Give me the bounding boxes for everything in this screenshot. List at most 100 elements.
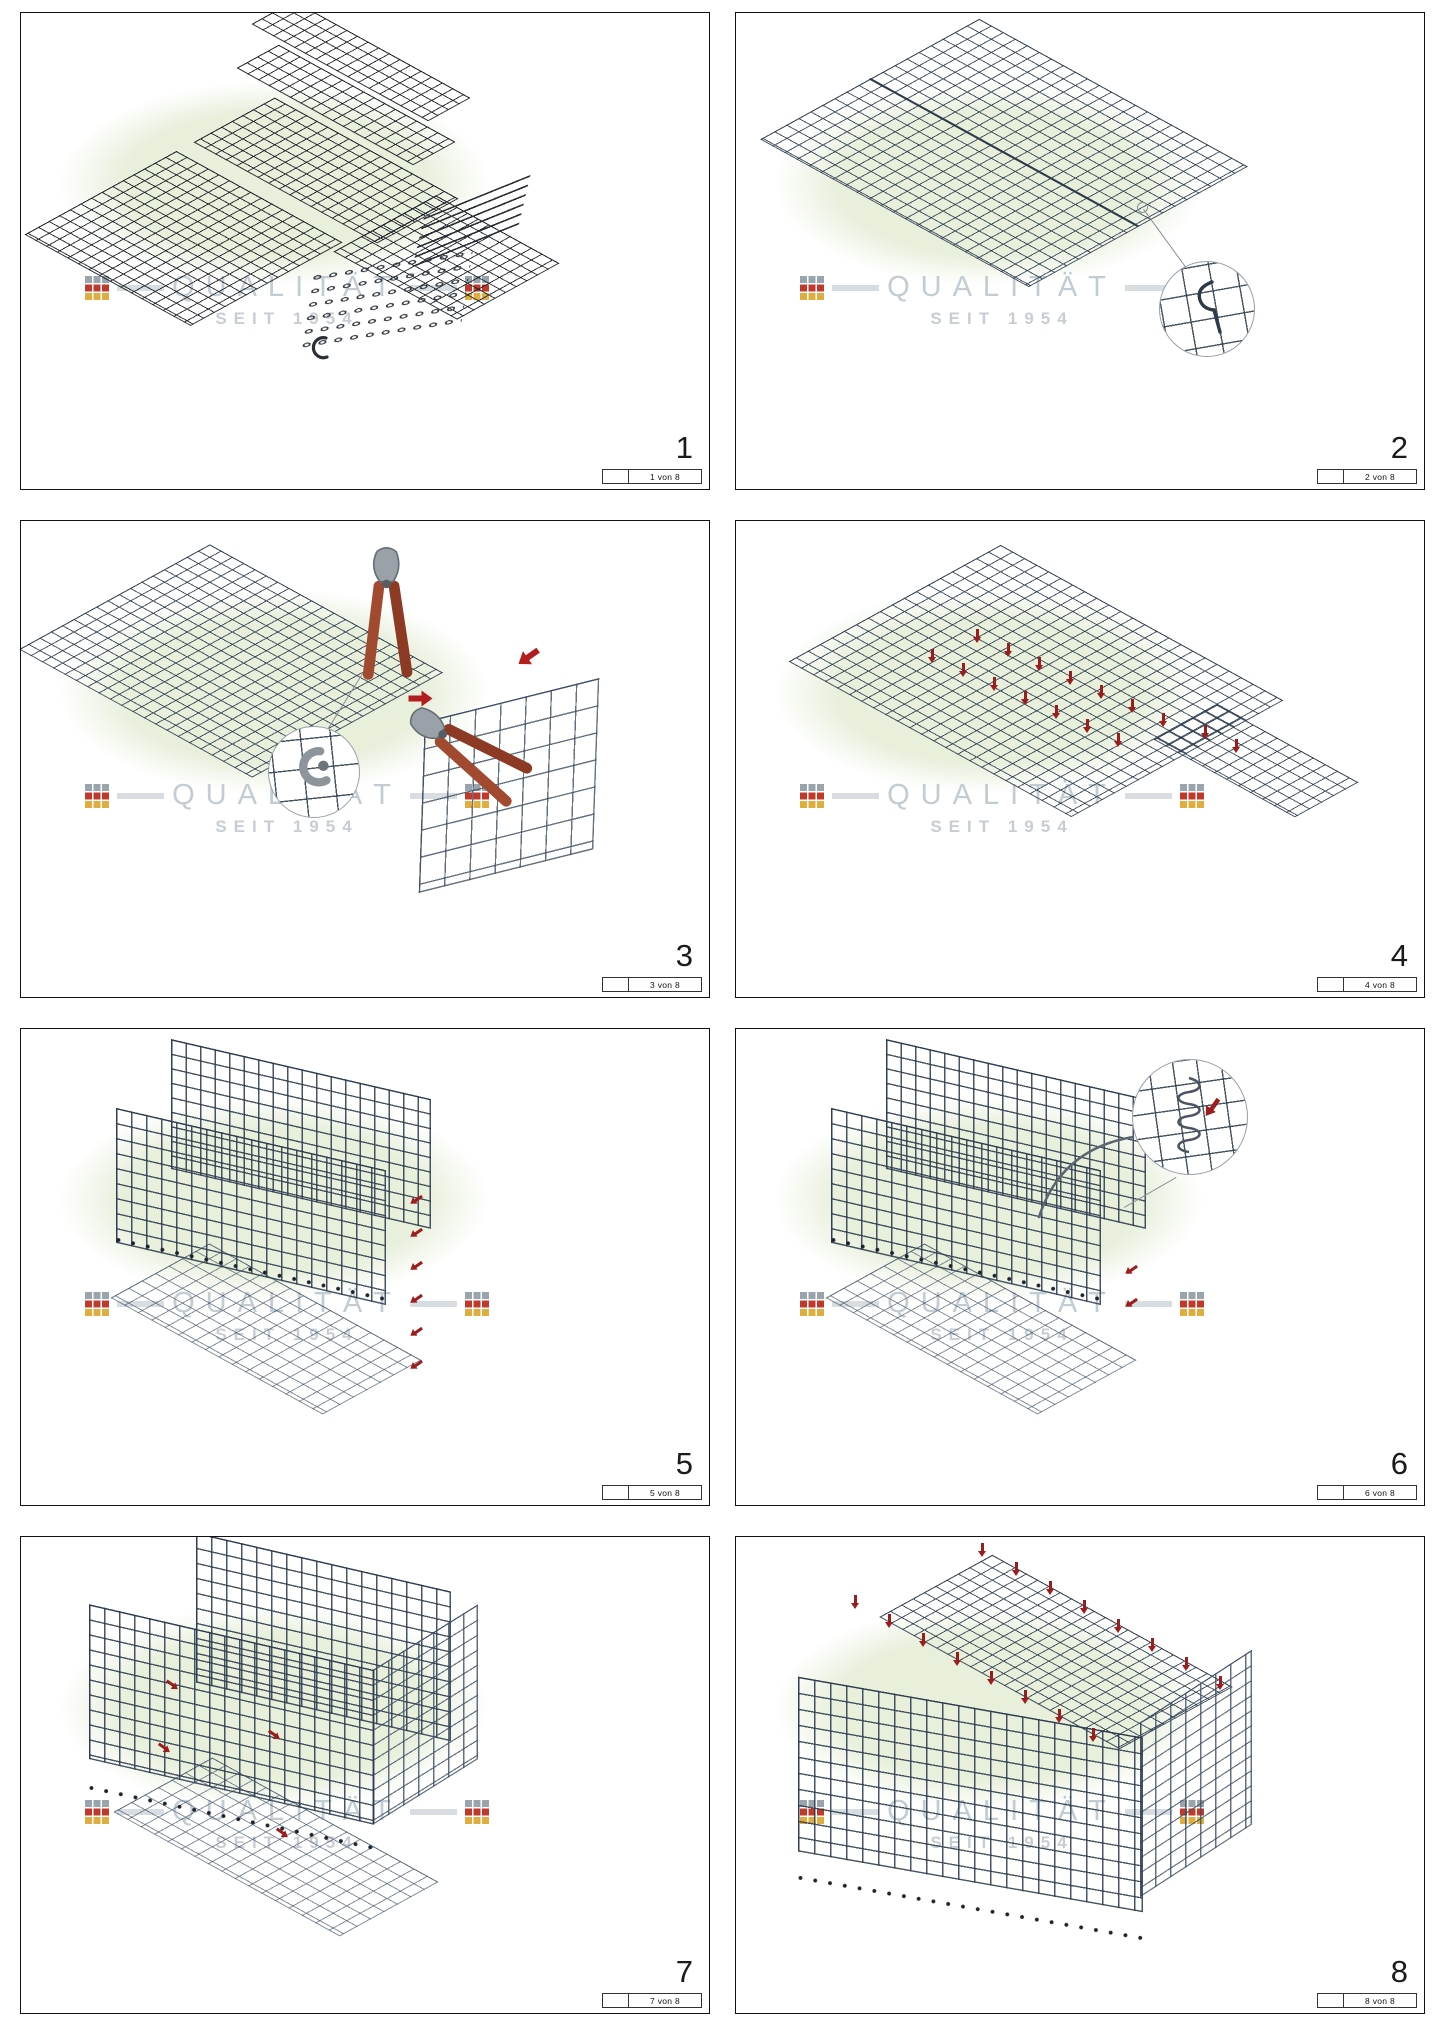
red-arrow-icon bbox=[1128, 1264, 1138, 1273]
pliers-icon bbox=[409, 707, 533, 807]
brand-logo-icon bbox=[85, 275, 109, 300]
red-arrow-icon bbox=[990, 677, 997, 691]
brand-logo-icon bbox=[85, 1291, 109, 1316]
watermark-rule bbox=[832, 284, 880, 291]
red-arrow-icon bbox=[413, 1326, 423, 1335]
red-arrow-icon bbox=[1066, 671, 1073, 685]
illustration-parts-overview bbox=[21, 13, 709, 489]
watermark-rule bbox=[1124, 284, 1172, 291]
sheet-counter-cell bbox=[603, 1994, 629, 2007]
step-number: 6 bbox=[1390, 1446, 1408, 1481]
red-arrow-icon bbox=[978, 1543, 985, 1557]
illustration-base-panel bbox=[736, 13, 1424, 489]
mesh-flap bbox=[1153, 704, 1359, 818]
sheet-counter-label: 7 von 8 bbox=[650, 1995, 680, 2006]
brand-logo-icon bbox=[1180, 783, 1204, 808]
red-arrow-icon bbox=[1128, 1297, 1138, 1306]
brand-logo-icon bbox=[85, 1799, 109, 1824]
red-arrow-icon bbox=[1114, 733, 1121, 747]
clamp-icon bbox=[299, 747, 331, 787]
red-arrow-icon bbox=[1148, 1638, 1155, 1652]
watermark-subtext: SEIT 1954 bbox=[215, 817, 359, 836]
step-panel-7: QUALITÄT SEIT 1954 7 7 von 8 bbox=[20, 1536, 710, 2014]
sheet-counter-label: 4 von 8 bbox=[1365, 979, 1395, 990]
watermark-rule bbox=[1124, 792, 1172, 799]
watermark-subtext: SEIT 1954 bbox=[930, 817, 1074, 836]
mesh-panel bbox=[788, 544, 1284, 818]
red-arrow-icon bbox=[1055, 1709, 1062, 1723]
watermark-subtext: SEIT 1954 bbox=[930, 309, 1074, 328]
red-arrow-icon bbox=[1004, 643, 1011, 657]
step-panel-3: QUALITÄT SEIT 1954 bbox=[20, 520, 710, 998]
red-arrow-icon bbox=[885, 1614, 892, 1628]
brand-logo-icon bbox=[465, 1291, 489, 1316]
red-arrow-icon bbox=[1232, 739, 1239, 753]
c-clip-icon bbox=[311, 336, 329, 360]
watermark-rule bbox=[832, 792, 880, 799]
step-number: 4 bbox=[1390, 938, 1408, 973]
red-arrow-icon bbox=[1182, 1657, 1189, 1671]
red-arrow-icon bbox=[1021, 691, 1028, 705]
detail-circle bbox=[1132, 1059, 1248, 1175]
red-arrow-icon bbox=[953, 1652, 960, 1666]
step-number: 8 bbox=[1390, 1954, 1408, 1989]
red-arrow-icon bbox=[524, 647, 540, 662]
red-arrow-icon bbox=[987, 1671, 994, 1685]
sheet-counter: 3 von 8 bbox=[602, 977, 702, 992]
red-arrow-icon bbox=[413, 1260, 423, 1269]
watermark-rule bbox=[409, 1300, 457, 1307]
red-arrow-icon bbox=[1159, 713, 1166, 727]
illustration-clamping bbox=[21, 521, 709, 997]
red-arrow-icon bbox=[1012, 1562, 1019, 1576]
step-number: 1 bbox=[675, 430, 693, 465]
step-panel-4: QUALITÄT SEIT 1954 4 bbox=[735, 520, 1425, 998]
step-number: 3 bbox=[675, 938, 693, 973]
sheet-counter-cell bbox=[1318, 1994, 1344, 2007]
red-arrow-icon bbox=[408, 695, 424, 702]
watermark-text: QUALITÄT bbox=[887, 271, 1117, 303]
red-arrow-icon bbox=[973, 629, 980, 643]
red-arrow-icon bbox=[1128, 699, 1135, 713]
red-arrow-icon bbox=[1097, 685, 1104, 699]
illustration-closed-gabion bbox=[736, 1537, 1424, 2013]
red-arrow-icon bbox=[1201, 725, 1208, 739]
brand-logo-icon bbox=[800, 783, 824, 808]
sheet-counter: 1 von 8 bbox=[602, 469, 702, 484]
red-arrow-icon bbox=[1083, 719, 1090, 733]
illustration-walls-upright bbox=[21, 1029, 709, 1505]
red-arrow-icon bbox=[413, 1227, 423, 1236]
step-panel-6: QUALITÄT SEIT 1954 bbox=[735, 1028, 1425, 1506]
detail-marker bbox=[1137, 202, 1148, 213]
red-arrow-icon bbox=[1035, 657, 1042, 671]
sheet-counter-label: 6 von 8 bbox=[1365, 1487, 1395, 1498]
sheet-counter-label: 3 von 8 bbox=[650, 979, 680, 990]
step-number: 7 bbox=[675, 1954, 693, 1989]
detail-circle bbox=[268, 726, 360, 818]
sheet-counter: 7 von 8 bbox=[602, 1993, 702, 2008]
red-arrow-icon bbox=[1052, 705, 1059, 719]
sheet-counter-cell bbox=[603, 978, 629, 991]
sheet-counter-label: 8 von 8 bbox=[1365, 1995, 1395, 2006]
sheet-counter: 8 von 8 bbox=[1317, 1993, 1417, 2008]
watermark-rule bbox=[117, 792, 165, 799]
sheet-counter: 6 von 8 bbox=[1317, 1485, 1417, 1500]
hook-icon bbox=[1197, 280, 1222, 334]
red-arrow-icon bbox=[1080, 1600, 1087, 1614]
brand-logo-icon bbox=[85, 783, 109, 808]
step-panel-2: QUALITÄT SEIT 1954 2 2 von 8 bbox=[735, 12, 1425, 490]
red-arrow-icon bbox=[851, 1595, 858, 1609]
detail-circle bbox=[1159, 261, 1255, 357]
red-arrow-icon bbox=[919, 1633, 926, 1647]
illustration-clip-positions bbox=[736, 521, 1424, 997]
step-panel-8: QUALITÄT SEIT 1954 bbox=[735, 1536, 1425, 2014]
sheet-counter-label: 5 von 8 bbox=[650, 1487, 680, 1498]
brand-logo-icon bbox=[465, 1799, 489, 1824]
sheet-counter-label: 2 von 8 bbox=[1365, 471, 1395, 482]
red-arrow-icon bbox=[1114, 1619, 1121, 1633]
brand-logo-icon bbox=[800, 1291, 824, 1316]
sheet-counter: 4 von 8 bbox=[1317, 977, 1417, 992]
pliers-icon bbox=[362, 547, 413, 680]
watermark-rule bbox=[1124, 1300, 1172, 1307]
sheet-counter: 5 von 8 bbox=[602, 1485, 702, 1500]
step-number: 5 bbox=[675, 1446, 693, 1481]
